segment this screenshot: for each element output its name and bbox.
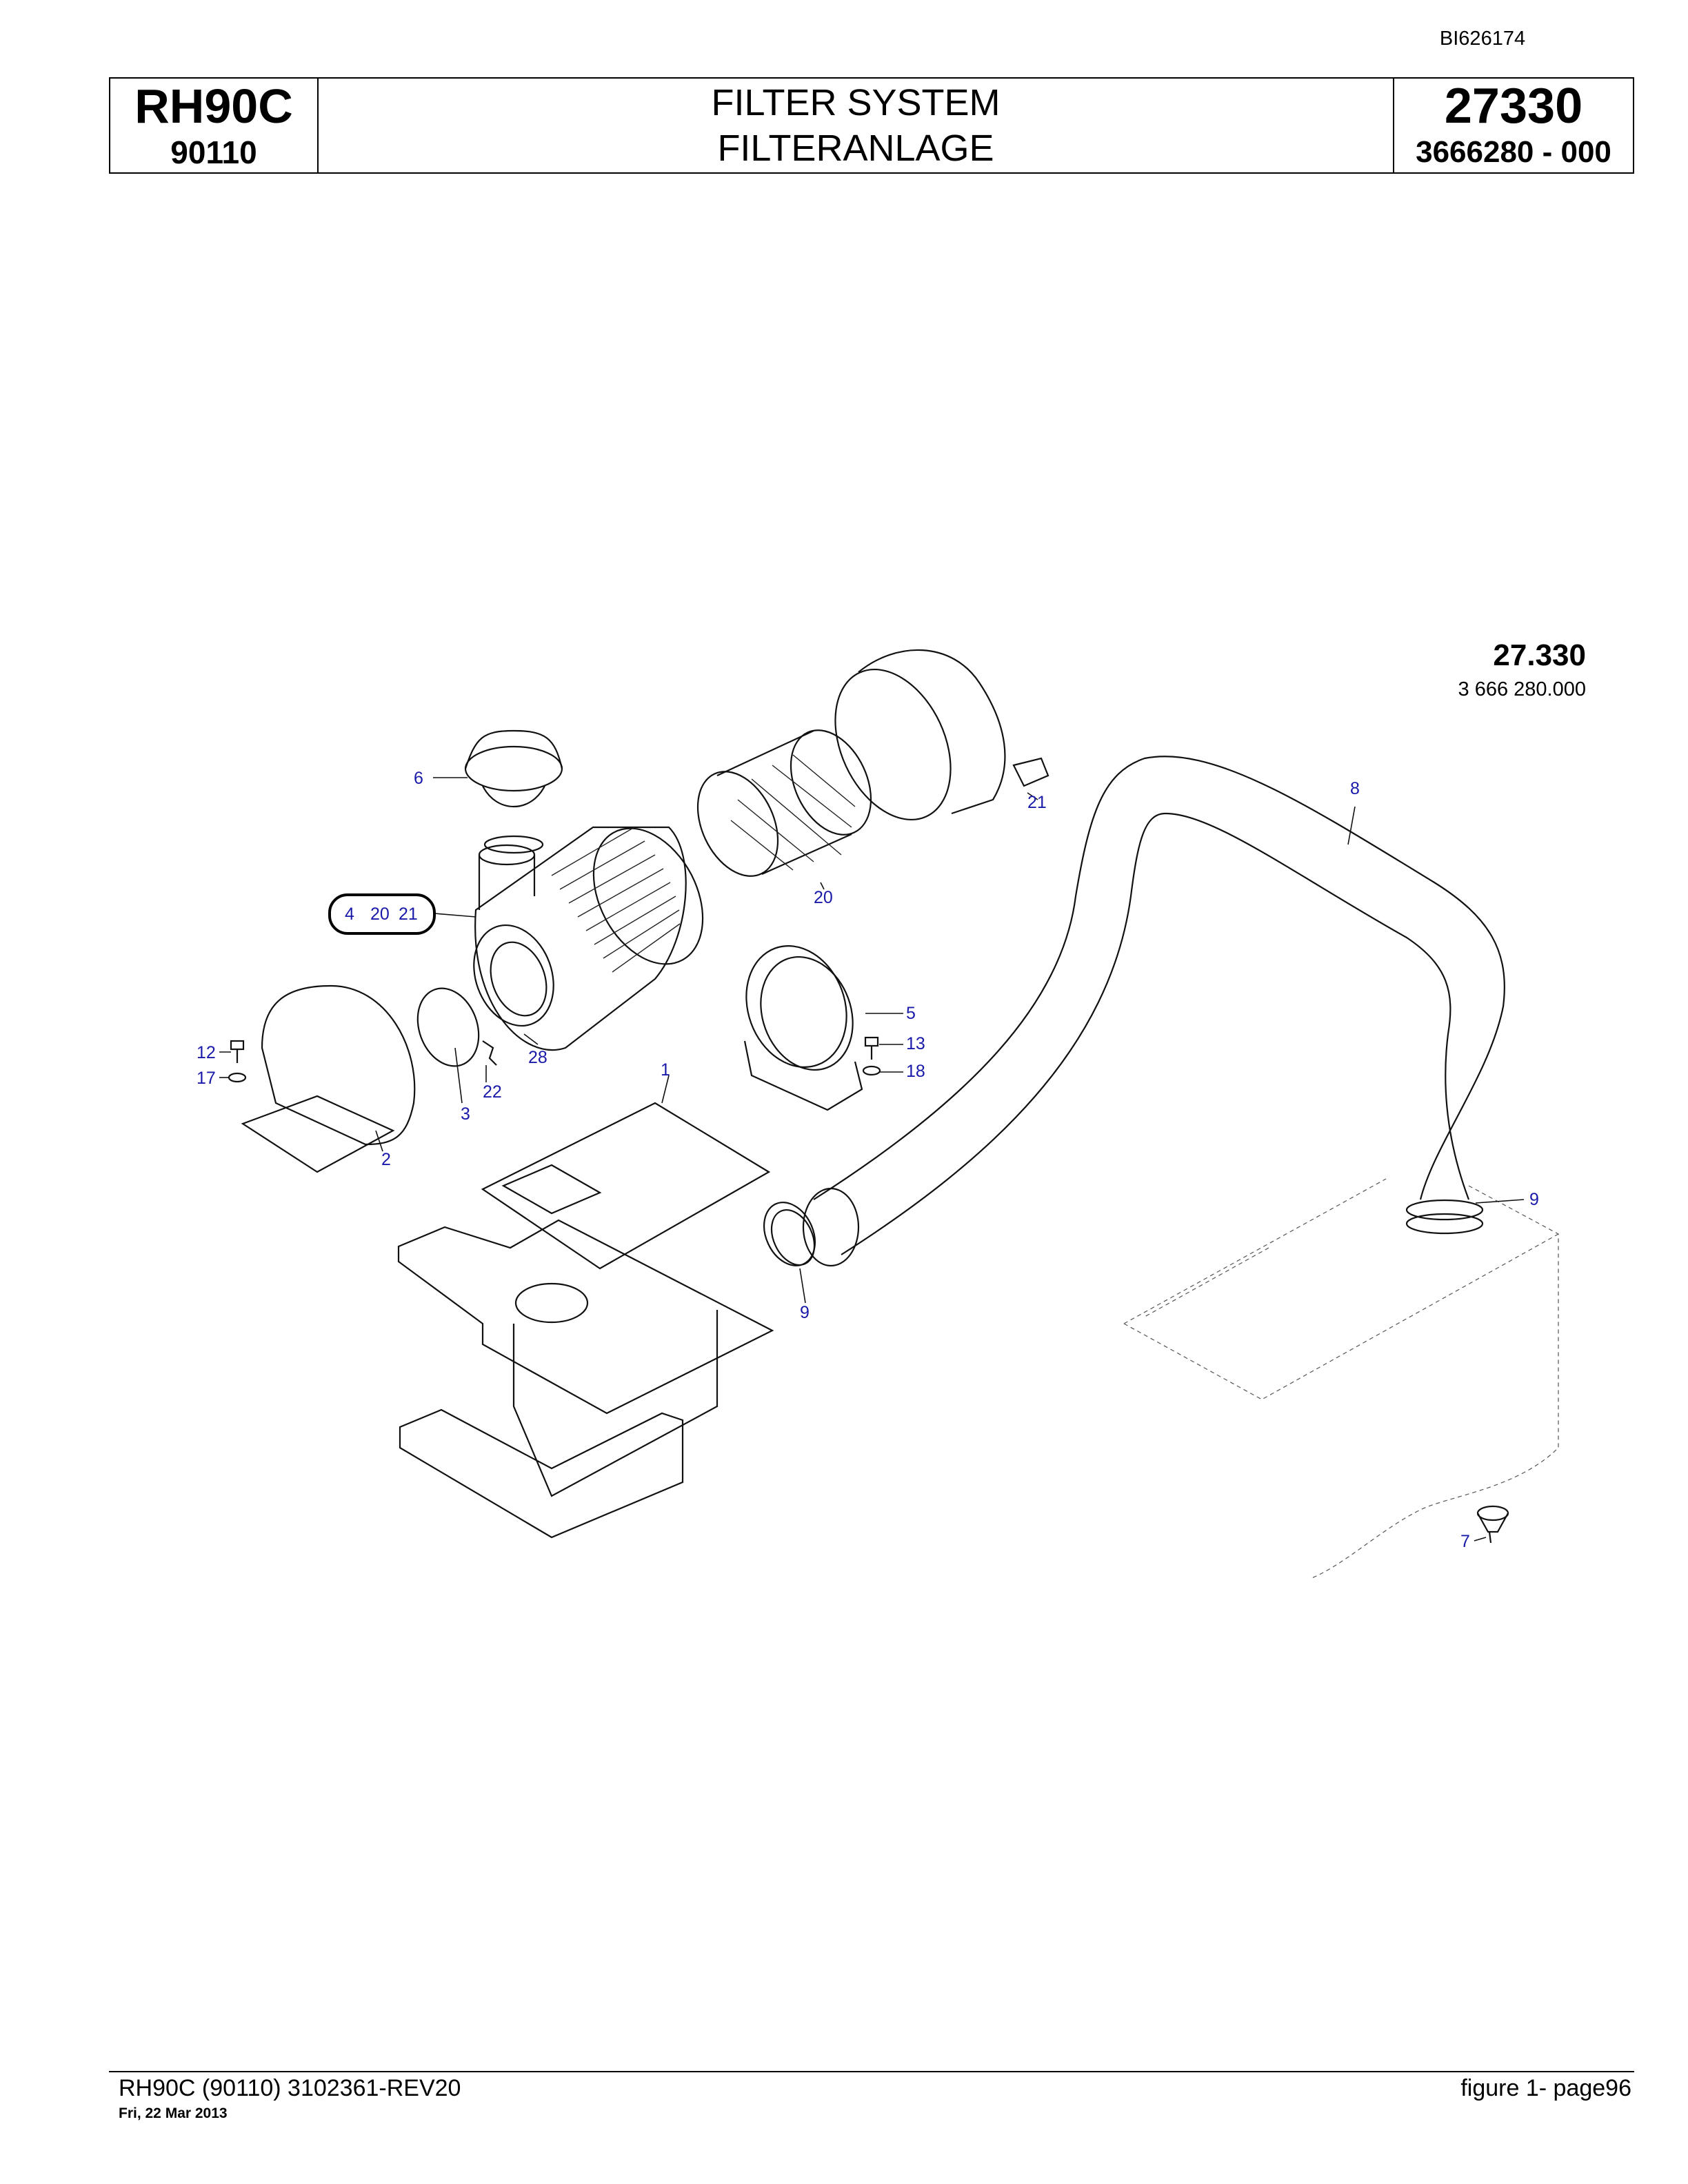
intake-hose: [802, 756, 1505, 1267]
footer-page-ref: figure 1- page96: [1460, 2075, 1631, 2101]
dust-cup: [834, 649, 1049, 821]
filter-element: [696, 729, 872, 877]
callout-5: 5: [906, 1004, 916, 1023]
figure-number: 27.330: [1493, 638, 1586, 672]
callout-20: 20: [814, 888, 833, 907]
title-english: FILTER SYSTEM: [711, 82, 1001, 123]
callout-4: 4: [345, 904, 354, 924]
callout-13: 13: [906, 1034, 925, 1053]
footer-divider: [109, 2071, 1634, 2072]
footer-document-ref: RH90C (90110) 3102361-REV20: [119, 2075, 461, 2101]
callout-22: 22: [483, 1082, 502, 1102]
callout-18: 18: [906, 1062, 925, 1081]
part-number: 3666280 - 000: [1416, 135, 1611, 169]
page-number: 27330: [1444, 79, 1583, 134]
drain-funnel: [1476, 1505, 1509, 1544]
hose-clamp-left: [763, 1202, 816, 1266]
callout-17: 17: [197, 1069, 216, 1088]
callout-1: 1: [661, 1060, 670, 1080]
callout-6: 6: [414, 769, 423, 788]
title-german: FILTERANLAGE: [717, 128, 994, 169]
bolts-and-washers: [228, 1036, 881, 1083]
callout-leaders: [219, 777, 1525, 1541]
callout-8: 8: [1350, 779, 1360, 798]
callout-3: 3: [461, 1104, 470, 1124]
callout-21-badge: 21: [399, 904, 418, 924]
hose-clamp-right: [1405, 1199, 1484, 1235]
title-cell: FILTER SYSTEM FILTERANLAGE: [319, 79, 1393, 172]
bracket-plate: [397, 1102, 774, 1539]
header-box: RH90C 90110 FILTER SYSTEM FILTERANLAGE 2…: [109, 77, 1634, 174]
callout-9-left: 9: [800, 1303, 810, 1322]
rain-cap: [464, 729, 563, 854]
fuel-tank-outline: [1123, 1178, 1559, 1579]
figure-part-number: 3 666 280.000: [1458, 678, 1586, 700]
callout-20-badge: 20: [370, 904, 390, 924]
document-id: BI626174: [1439, 28, 1526, 50]
footer-date: Fri, 22 Mar 2013: [119, 2105, 228, 2121]
reference-badge: [328, 893, 436, 935]
pre-cleaner-hood: [241, 984, 480, 1173]
air-filter-housing: [473, 826, 704, 1051]
page-cell: 27330 3666280 - 000: [1393, 79, 1633, 172]
model-cell: RH90C 90110: [110, 79, 319, 172]
model-label: RH90C: [134, 79, 293, 133]
serial-label: 90110: [170, 134, 257, 170]
mounting-band: [743, 945, 863, 1111]
callout-12: 12: [197, 1043, 216, 1062]
callout-2: 2: [381, 1150, 391, 1169]
callout-28: 28: [528, 1048, 547, 1067]
callout-21: 21: [1027, 793, 1047, 812]
callout-9-right: 9: [1529, 1190, 1539, 1209]
callout-7: 7: [1460, 1532, 1470, 1551]
